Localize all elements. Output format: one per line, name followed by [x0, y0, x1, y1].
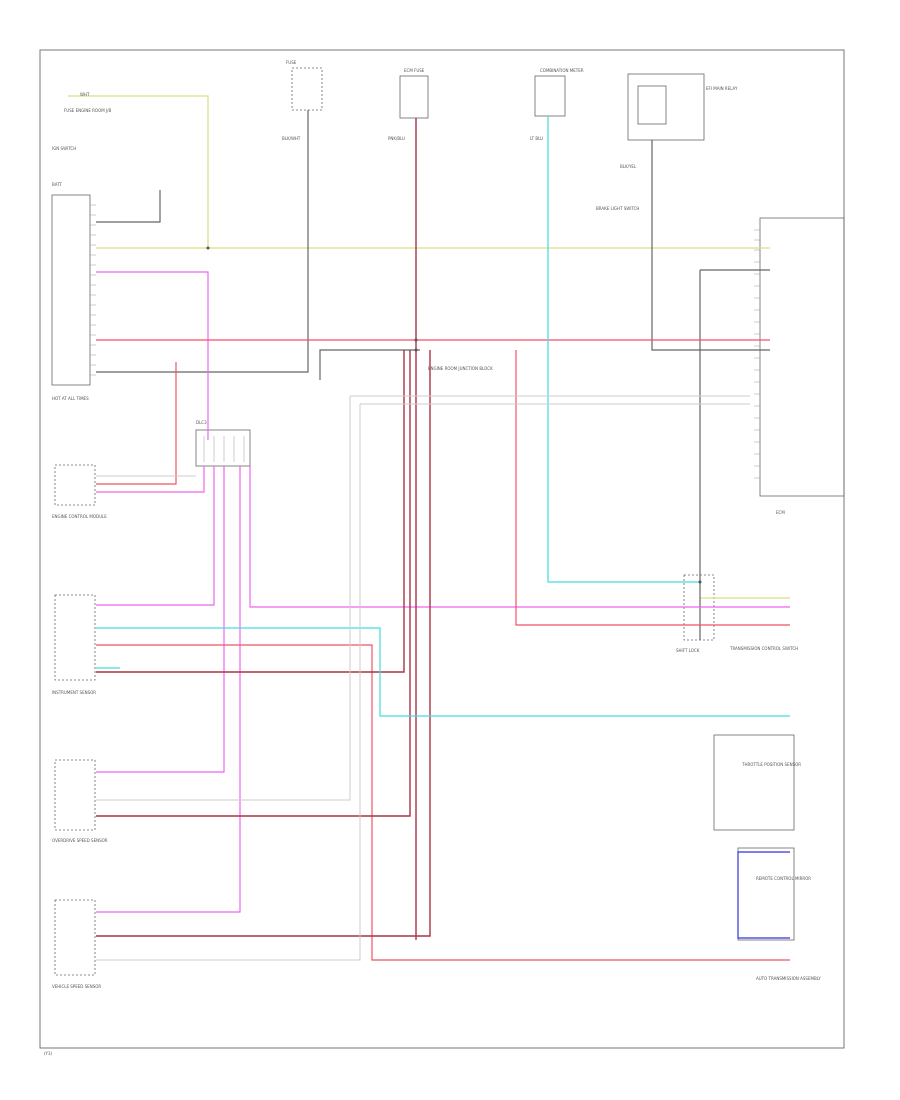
throttle-label: THROTTLE POSITION SENSOR	[741, 762, 801, 767]
transmission-label: TRANSMISSION CONTROL SWITCH	[729, 646, 798, 651]
combination-meter-wire: LT BLU	[530, 136, 543, 141]
fuse-top-left-label: FUSE ENGINE ROOM J/B	[64, 108, 111, 113]
relay-right-wire: BLK/YEL	[620, 164, 637, 169]
fuse-top-left-wire: WHT	[80, 92, 90, 97]
fuse-top-mid-label: FUSE	[286, 60, 297, 65]
ecm-fuse-wire: PNK/BLU	[388, 136, 405, 141]
relay-right-box	[627, 73, 705, 141]
vehicle-speed-label: VEHICLE SPEED SENSOR	[52, 984, 101, 989]
junction-connector	[195, 429, 251, 467]
junction-pins	[203, 436, 245, 462]
ecm-left-pins	[90, 204, 96, 376]
wires-yellow	[68, 95, 790, 599]
wires-white	[96, 395, 750, 961]
wires-blue	[737, 851, 790, 939]
relay-inner-box	[637, 85, 667, 125]
fuse-top-mid-wire: BLK/WHT	[282, 136, 301, 141]
auto-trans-label: AUTO TRANSMISSION ASSEMBLY	[756, 976, 821, 981]
dlc3-label: DLC3	[196, 420, 207, 425]
fuse-top-mid-box	[291, 67, 323, 111]
instrument-sensor-connector	[54, 594, 96, 681]
combination-meter-box	[534, 75, 566, 117]
ign-switch-label: IGN SWITCH	[52, 146, 76, 151]
ecm-left-connector	[51, 194, 91, 386]
ecm-left-batt: BATT	[52, 182, 63, 187]
ecm-right-connector	[759, 217, 845, 497]
relay-right-label: EFI MAIN RELAY	[706, 86, 738, 91]
vehicle-speed-connector	[54, 899, 96, 976]
ecm-fuse-box	[399, 75, 429, 119]
eng-control-label: ENGINE CONTROL MODULE	[52, 514, 107, 519]
wires-pink	[96, 271, 790, 913]
overdrive-sensor-connector	[54, 759, 96, 831]
ecm-fuse-label: ECM FUSE	[404, 68, 425, 73]
combination-meter-label: COMBINATION METER	[540, 68, 584, 73]
brake-switch-label: BRAKE LIGHT SWITCH	[596, 206, 639, 211]
remote-connector	[737, 847, 795, 941]
wires-red	[96, 339, 790, 961]
wires-light-blue	[96, 116, 790, 717]
throttle-connector	[713, 734, 795, 831]
ecm-right-label: ECM	[776, 510, 785, 515]
diagram-frame	[39, 49, 845, 1049]
eng-control-connector	[54, 464, 96, 506]
splice-dots	[206, 246, 702, 584]
remote-label: REMOTE CONTROL MIRROR	[756, 876, 811, 881]
junction-label: ENGINE ROOM JUNCTION BLOCK	[428, 366, 493, 371]
ecm-right-pins	[754, 229, 760, 479]
instrument-sensor-label: INSTRUMENT SENSOR	[52, 690, 96, 695]
shift-lock-label: SHIFT LOCK	[676, 648, 700, 653]
footer-code: (Y3)	[44, 1051, 53, 1056]
wires-dark-red	[96, 118, 431, 940]
wires-black	[96, 110, 770, 640]
ecm-left-label: HOT AT ALL TIMES	[52, 396, 89, 401]
overdrive-sensor-label: OVERDRIVE SPEED SENSOR	[52, 838, 108, 843]
